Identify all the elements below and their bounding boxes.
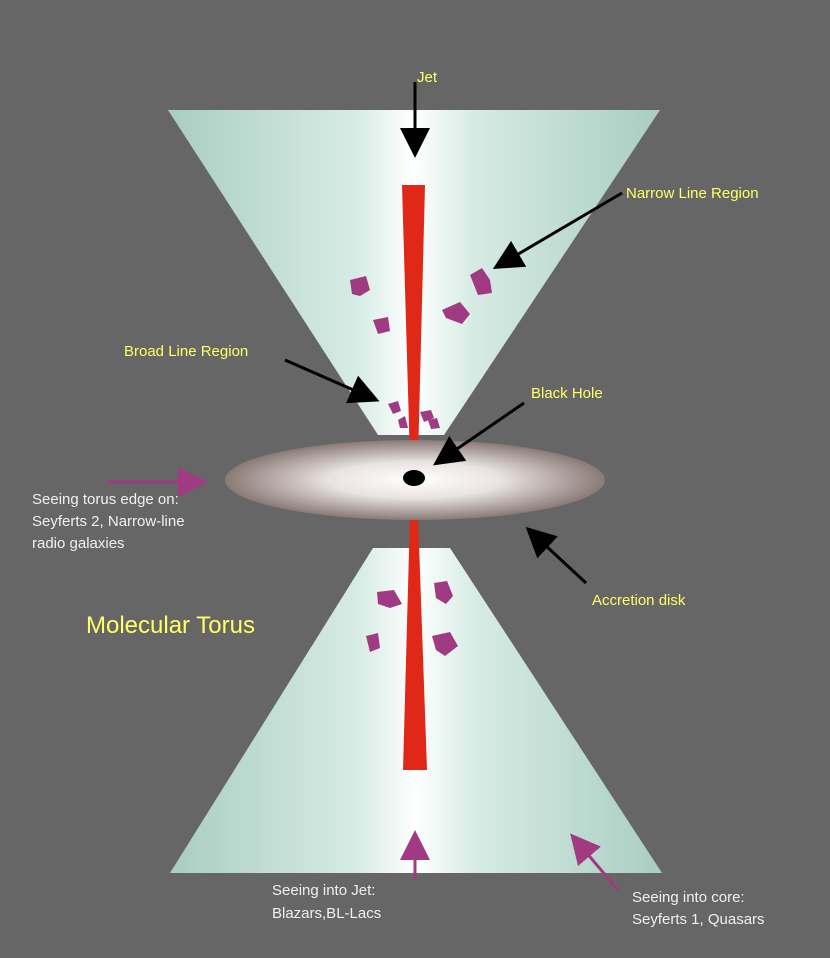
black-hole-label: Black Hole [531,385,603,402]
narrow-line-cloud [350,276,370,296]
torus-edge-label-line3: radio galaxies [32,535,125,552]
into-core-view-arrow [570,833,620,891]
accretion-disk-arrow [525,526,588,585]
broad-line-cloud [420,410,434,422]
black-hole [403,470,425,486]
narrow-line-cloud [366,633,380,652]
narrow-line-region-label: Narrow Line Region [626,185,759,202]
upper-jet [402,185,425,460]
accretion-disk-label: Accretion disk [592,592,686,609]
torus-edge-label-line2: Seyferts 2, Narrow-line [32,513,185,530]
into-jet-label-line2: Blazars,BL-Lacs [272,905,381,922]
broad-line-cloud [428,418,440,429]
narrow-line-cloud [432,632,458,656]
broad-line-cloud [398,416,408,428]
into-core-label-line2: Seyferts 1, Quasars [632,911,765,928]
torus-edge-label-line1: Seeing torus edge on: [32,491,179,508]
jet-label: Jet [417,69,438,86]
broad-line-region-arrow [284,358,380,404]
narrow-line-cloud [470,268,492,295]
narrow-line-cloud [442,302,470,324]
narrow-line-cloud [373,317,390,334]
into-core-label-line1: Seeing into core: [632,889,745,906]
black-hole-arrow [433,401,525,466]
narrow-line-cloud [377,590,402,608]
into-jet-label-line1: Seeing into Jet: [272,882,375,899]
molecular-torus-label: Molecular Torus [86,612,255,639]
broad-line-cloud [388,401,401,414]
narrow-line-region-arrow [492,191,623,270]
narrow-line-cloud [434,581,453,604]
lower-jet [403,515,427,770]
broad-line-region-label: Broad Line Region [124,343,248,360]
